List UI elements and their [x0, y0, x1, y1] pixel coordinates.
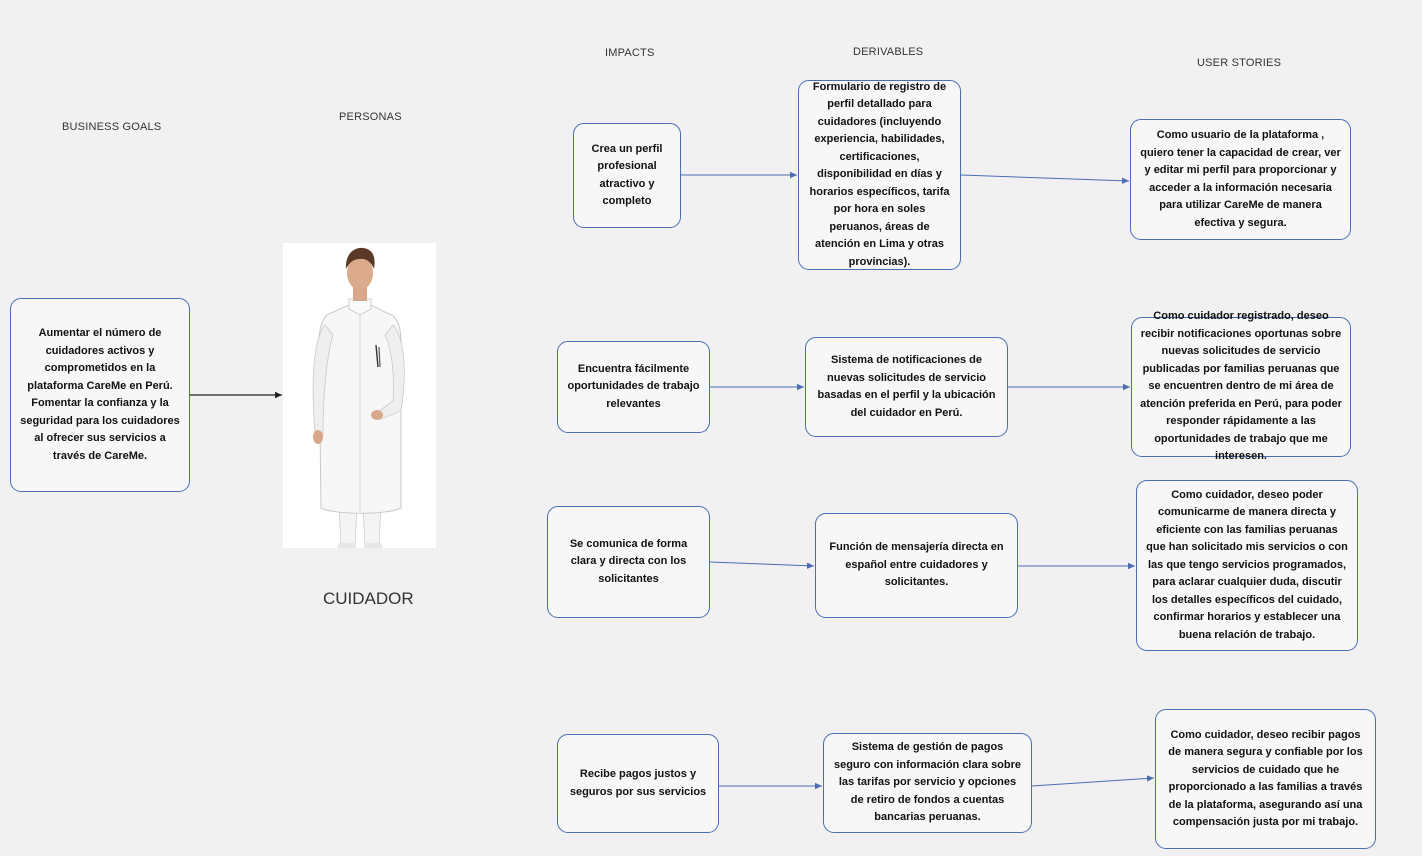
header-personas: PERSONAS: [339, 111, 402, 123]
user-story-text: Como cuidador, deseo recibir pagos de ma…: [1168, 728, 1363, 829]
deliverable-box-1: Formulario de registro de perfil detalla…: [798, 80, 961, 270]
impact-text: Se comunica de forma clara y directa con…: [569, 537, 688, 585]
user-story-text: Como cuidador registrado, deseo recibir …: [1140, 310, 1342, 463]
header-impacts: IMPACTS: [605, 47, 655, 59]
user-story-box-3: Como cuidador, deseo poder comunicarme d…: [1136, 480, 1358, 651]
header-user-stories: USER STORIES: [1197, 57, 1282, 69]
deliverable-box-4: Sistema de gestión de pagos seguro con i…: [823, 733, 1032, 833]
persona-photo: [283, 243, 436, 548]
user-story-box-4: Como cuidador, deseo recibir pagos de ma…: [1155, 709, 1376, 849]
business-goal-text: Aumentar el número de cuidadores activos…: [20, 327, 180, 462]
impact-text: Recibe pagos justos y seguros por sus se…: [569, 768, 707, 798]
deliverable-text: Sistema de gestión de pagos seguro con i…: [833, 741, 1022, 824]
connector-deliverable-story-4: [1031, 775, 1155, 787]
impact-box-1: Crea un perfil profesional atractivo y c…: [573, 123, 681, 228]
caregiver-figure-icon: [312, 247, 405, 548]
impact-text: Encuentra fácilmente oportunidades de tr…: [567, 362, 700, 410]
deliverable-text: Formulario de registro de perfil detalla…: [809, 80, 950, 268]
impact-box-3: Se comunica de forma clara y directa con…: [547, 506, 710, 618]
user-story-box-1: Como usuario de la plataforma , quiero t…: [1130, 119, 1351, 240]
impact-text: Crea un perfil profesional atractivo y c…: [591, 142, 663, 208]
business-goal-box: Aumentar el número de cuidadores activos…: [10, 298, 190, 492]
deliverable-box-3: Función de mensajería directa en español…: [815, 513, 1018, 618]
user-story-text: Como usuario de la plataforma , quiero t…: [1140, 129, 1341, 229]
connector-impact-deliverable-3: [709, 561, 815, 569]
deliverable-box-2: Sistema de notificaciones de nuevas soli…: [805, 337, 1008, 437]
deliverable-text: Función de mensajería directa en español…: [829, 541, 1004, 589]
deliverable-text: Sistema de notificaciones de nuevas soli…: [817, 354, 996, 419]
header-business-goals: BUSINESS GOALS: [62, 121, 162, 133]
user-story-box-2: Como cuidador registrado, deseo recibir …: [1131, 310, 1351, 462]
connector-deliverable-story-1: [960, 174, 1130, 184]
persona-name: CUIDADOR: [323, 589, 414, 608]
impact-box-4: Recibe pagos justos y seguros por sus se…: [557, 734, 719, 833]
user-story-text: Como cuidador, deseo poder comunicarme d…: [1146, 488, 1348, 641]
header-deliverables: DERIVABLES: [853, 46, 924, 58]
impact-box-2: Encuentra fácilmente oportunidades de tr…: [557, 341, 710, 433]
